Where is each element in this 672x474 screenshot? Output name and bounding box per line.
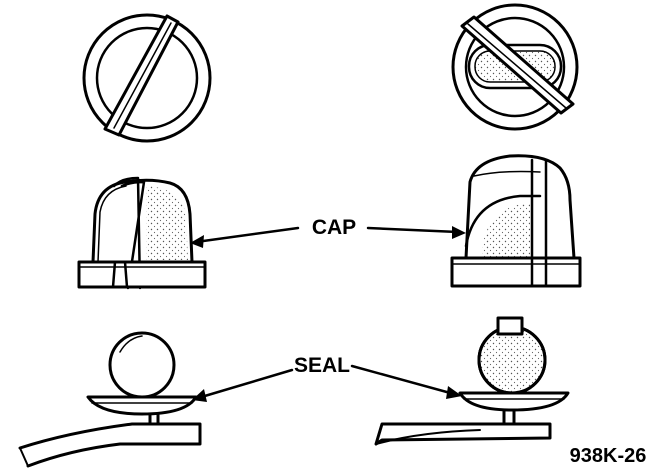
cap-leader-lines (194, 226, 460, 244)
seal-label: SEAL (294, 354, 350, 377)
seal-leader-lines (196, 364, 456, 400)
cap-label: CAP (312, 216, 356, 239)
seal-assembly-left (18, 331, 202, 468)
arrowheads (190, 226, 466, 402)
figure-code: 938K-26 (570, 445, 647, 467)
cap-side-view-left (77, 176, 207, 290)
cap-side-view-right (450, 154, 582, 288)
cap-top-view-left (82, 13, 212, 143)
seal-assembly-right (374, 316, 570, 446)
cap-top-view-right (451, 3, 579, 131)
